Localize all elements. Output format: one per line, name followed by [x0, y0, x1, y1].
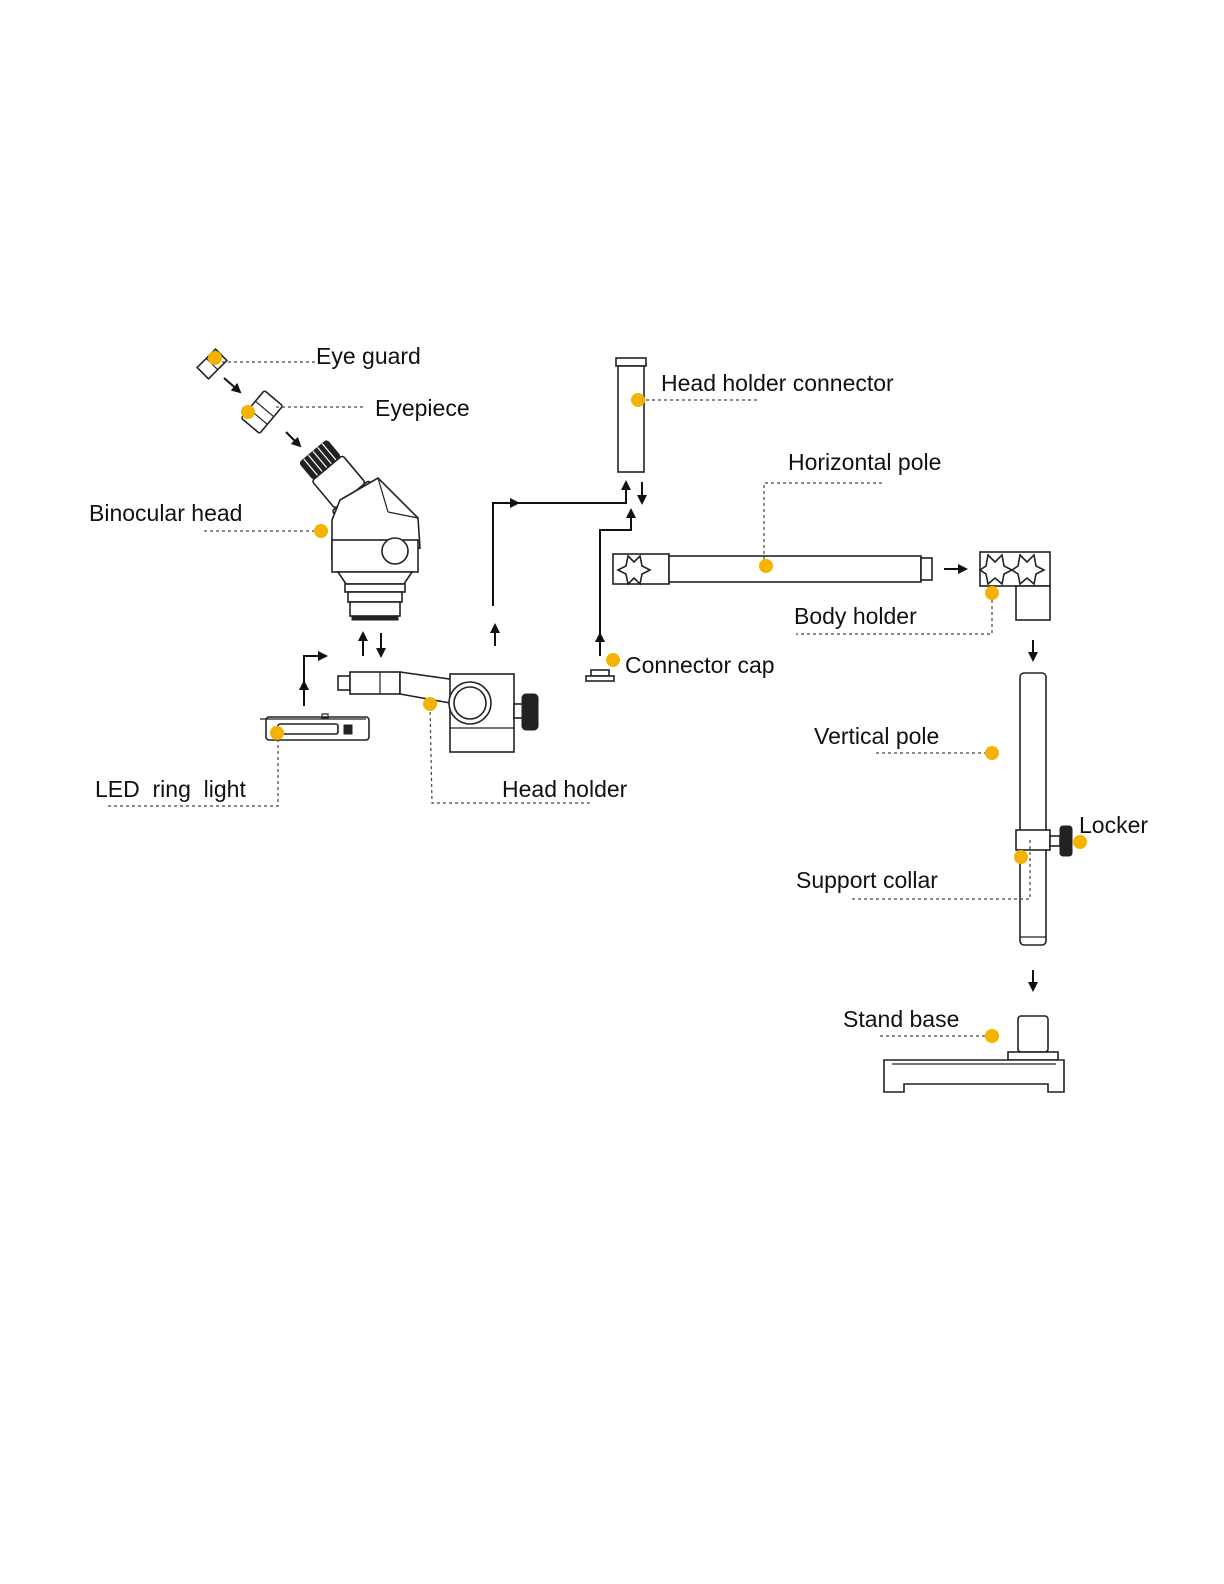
- label-horizontal-pole: Horizontal pole: [788, 449, 941, 475]
- marker-head-holder: [423, 697, 437, 711]
- label-locker: Locker: [1079, 812, 1148, 838]
- label-eyepiece: Eyepiece: [375, 395, 470, 421]
- binocular-head-drawing: [295, 436, 420, 620]
- vertical-pole-drawing: [1020, 673, 1046, 945]
- label-led-ring-light: LED ring light: [95, 776, 246, 802]
- label-head-holder-connector: Head holder connector: [661, 370, 894, 396]
- marker-led-ring-light: [270, 726, 284, 740]
- label-head-holder: Head holder: [502, 776, 628, 802]
- label-support-collar: Support collar: [796, 867, 938, 893]
- locker-drawing: [1060, 826, 1072, 856]
- label-eye-guard: Eye guard: [316, 343, 421, 369]
- horizontal-pole-drawing: [613, 554, 932, 584]
- marker-connector-cap: [606, 653, 620, 667]
- marker-eye-guard: [208, 351, 222, 365]
- marker-horizontal-pole: [759, 559, 773, 573]
- connector-cap-drawing: [586, 670, 614, 681]
- marker-head-holder-connector: [631, 393, 645, 407]
- marker-support-collar: [1014, 850, 1028, 864]
- head-holder-connector-drawing: [616, 358, 646, 472]
- marker-stand-base: [985, 1029, 999, 1043]
- label-body-holder: Body holder: [794, 603, 917, 629]
- marker-body-holder: [985, 586, 999, 600]
- marker-vertical-pole: [985, 746, 999, 760]
- support-collar-drawing: [1016, 830, 1060, 850]
- label-vertical-pole: Vertical pole: [814, 723, 939, 749]
- label-connector-cap: Connector cap: [625, 652, 775, 678]
- marker-eyepiece: [241, 405, 255, 419]
- marker-binocular-head: [314, 524, 328, 538]
- body-holder-drawing: [980, 552, 1050, 620]
- label-binocular-head: Binocular head: [89, 500, 242, 526]
- label-stand-base: Stand base: [843, 1006, 959, 1032]
